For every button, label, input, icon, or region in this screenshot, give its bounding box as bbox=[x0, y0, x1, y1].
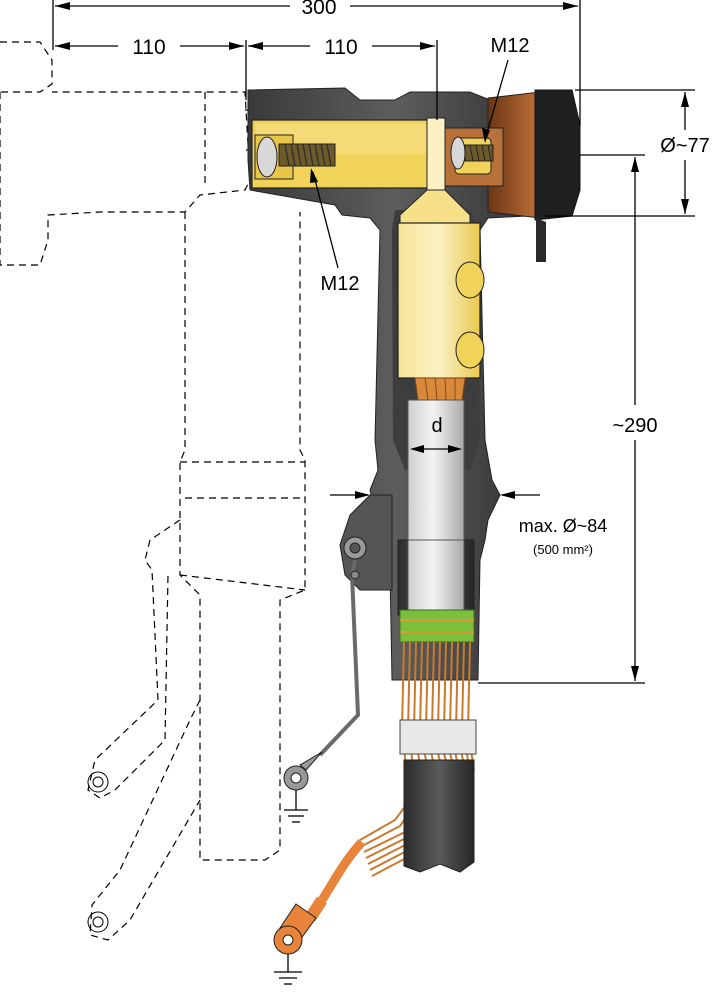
dimension-left-width bbox=[55, 40, 247, 100]
dimension-height bbox=[478, 154, 645, 684]
dimension-right-width bbox=[248, 40, 438, 120]
conductor-label: d bbox=[431, 415, 442, 437]
max-diameter-label: max. Ø~84 bbox=[519, 516, 608, 536]
dimension-conductor bbox=[410, 445, 462, 453]
bolt-left-leader bbox=[312, 171, 339, 269]
earth-lead bbox=[273, 838, 366, 985]
ground-icon bbox=[274, 954, 302, 985]
cross-section-label: (500 mm²) bbox=[533, 542, 593, 557]
end-cap bbox=[444, 89, 581, 262]
bolt-top-leader bbox=[484, 59, 509, 141]
thread-lines bbox=[284, 143, 332, 167]
cable-insulation bbox=[397, 399, 475, 616]
height-label: ~290 bbox=[612, 415, 657, 437]
cable-jacket bbox=[399, 719, 477, 873]
plug-diameter-label: Ø~77 bbox=[660, 135, 709, 157]
screen-layer bbox=[399, 609, 475, 643]
overall-width-label: 300 bbox=[301, 0, 336, 19]
left-width-label: 110 bbox=[132, 36, 165, 59]
bolt-left-label: M12 bbox=[321, 273, 360, 295]
contact-block bbox=[251, 119, 443, 189]
bolt-top-label: M12 bbox=[491, 35, 530, 57]
cable-lug-contact bbox=[397, 117, 485, 401]
cable-lug-icon bbox=[283, 751, 323, 791]
right-width-label: 110 bbox=[324, 36, 357, 59]
cable-lug-icon bbox=[273, 903, 317, 955]
dimension-overall-width bbox=[52, 0, 581, 125]
dimension-max-diameter bbox=[330, 491, 540, 499]
ground-icon bbox=[284, 790, 308, 823]
dimension-plug-diameter bbox=[545, 89, 695, 217]
ground-eye bbox=[283, 536, 367, 823]
